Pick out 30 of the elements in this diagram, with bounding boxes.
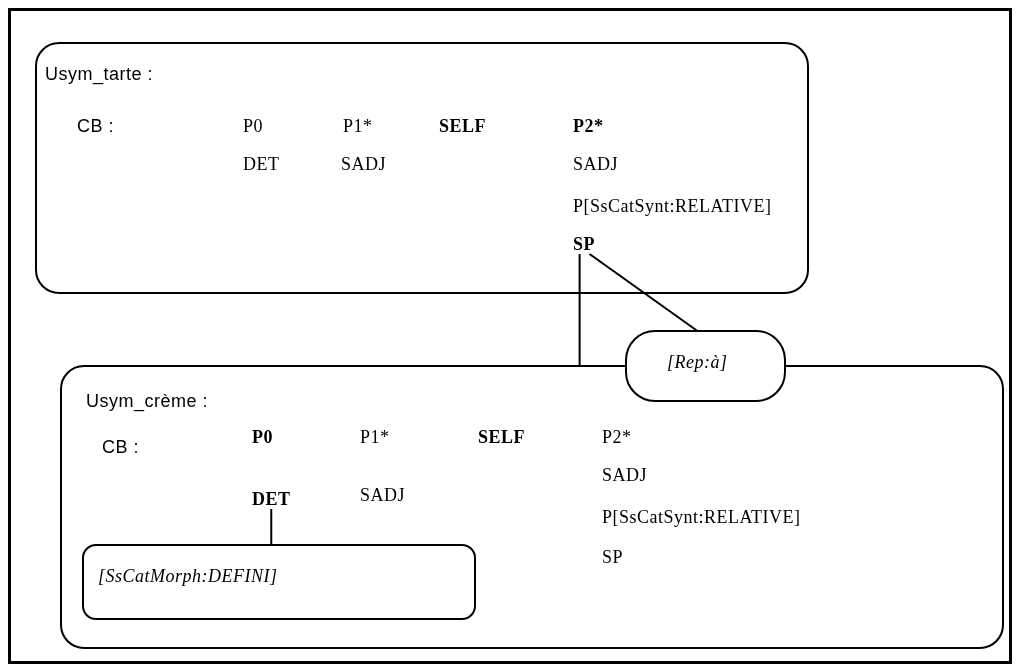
slot-label: P2* bbox=[602, 427, 632, 448]
slot-label: SADJ bbox=[602, 465, 647, 486]
slot-label: P1* bbox=[360, 427, 390, 448]
slot-label: SELF bbox=[478, 427, 526, 448]
slot-label: SELF bbox=[439, 116, 487, 137]
slot-label: DET bbox=[252, 489, 291, 509]
box-title: Usym_crème : bbox=[86, 391, 208, 412]
slot-label: P2* bbox=[573, 116, 604, 137]
slot-label: P[SsCatSynt:RELATIVE] bbox=[602, 507, 801, 528]
feature-label: [Rep:à] bbox=[667, 352, 728, 373]
slot-label: CB : bbox=[102, 437, 139, 458]
slot-label: DET bbox=[243, 154, 280, 175]
slot-label: SP bbox=[602, 547, 624, 568]
slot-label: SADJ bbox=[341, 154, 386, 175]
slot-label: SADJ bbox=[360, 485, 405, 506]
connector-line bbox=[270, 508, 273, 546]
box-title: Usym_tarte : bbox=[45, 64, 154, 85]
slot-label: P1* bbox=[343, 116, 373, 137]
rounded-box bbox=[35, 42, 809, 294]
connector-line bbox=[578, 253, 581, 367]
connector-line bbox=[588, 253, 699, 332]
slot-label: P0 bbox=[252, 427, 273, 448]
slot-label: SADJ bbox=[573, 154, 618, 175]
feature-label: [SsCatMorph:DEFINI] bbox=[98, 566, 278, 587]
slot-label: P0 bbox=[243, 116, 263, 137]
slot-label: CB : bbox=[77, 116, 114, 137]
rounded-box bbox=[625, 330, 786, 402]
slot-label: P[SsCatSynt:RELATIVE] bbox=[573, 196, 772, 217]
slot-label: SP bbox=[573, 234, 595, 254]
rounded-box bbox=[82, 544, 476, 620]
